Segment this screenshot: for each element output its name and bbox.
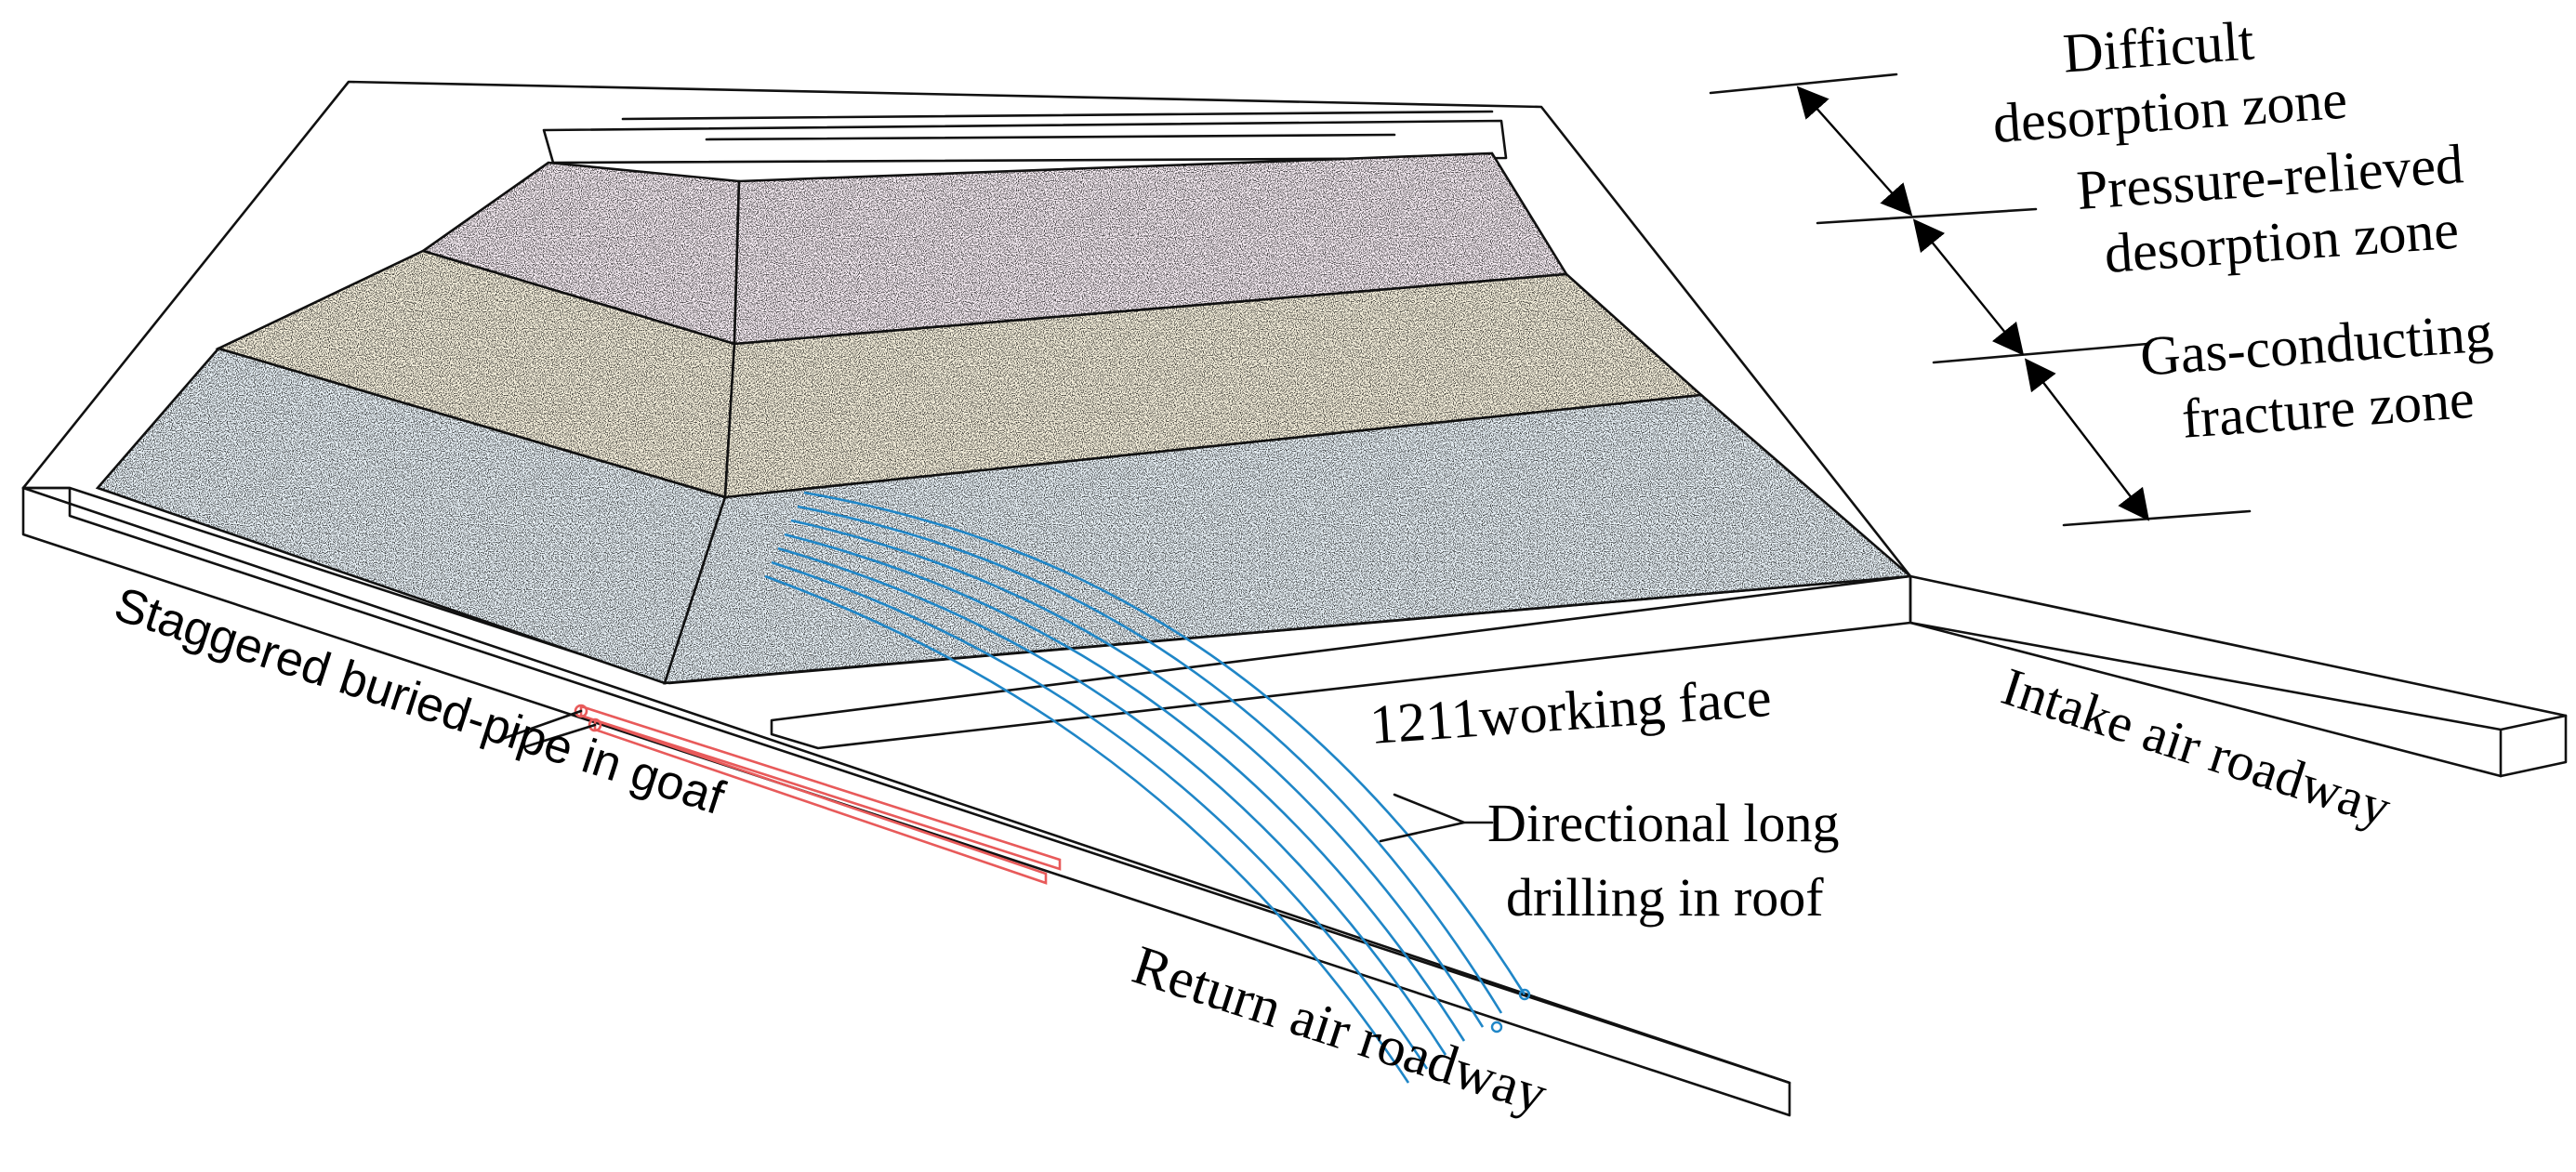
return-air-roadway-label: Return air roadway bbox=[1126, 934, 1554, 1126]
staggered-buried-pipes bbox=[574, 704, 1062, 885]
fracture-zone-label: Gas-conducting fracture zone bbox=[2138, 300, 2513, 452]
drilling-label: Directional long drilling in roof bbox=[1487, 793, 1853, 928]
top-level-plane bbox=[542, 119, 1508, 165]
working-face-label: 1211working face bbox=[1367, 666, 1773, 756]
top-inner-rectangle-2 bbox=[705, 133, 1396, 141]
drilling-leader bbox=[1379, 793, 1494, 843]
intake-air-roadway-front bbox=[1909, 621, 2568, 778]
top-inner-rectangle bbox=[621, 110, 1494, 121]
difficult-zone-label: Difficult desorption zone bbox=[1987, 4, 2349, 154]
intake-air-roadway-label: Intake air roadway bbox=[1995, 656, 2398, 838]
pressure-zone-label: Pressure-relieved desorption zone bbox=[2075, 132, 2484, 286]
directional-long-drilling bbox=[764, 491, 1531, 1084]
intake-air-roadway-beam bbox=[1909, 574, 2568, 778]
zone-dimension-lines bbox=[1709, 72, 2252, 527]
return-air-roadway-top-edge bbox=[21, 486, 1791, 1085]
pipe-leader bbox=[500, 709, 597, 750]
goaf-outer-frame bbox=[21, 80, 1912, 578]
working-face-slab bbox=[770, 574, 1912, 750]
